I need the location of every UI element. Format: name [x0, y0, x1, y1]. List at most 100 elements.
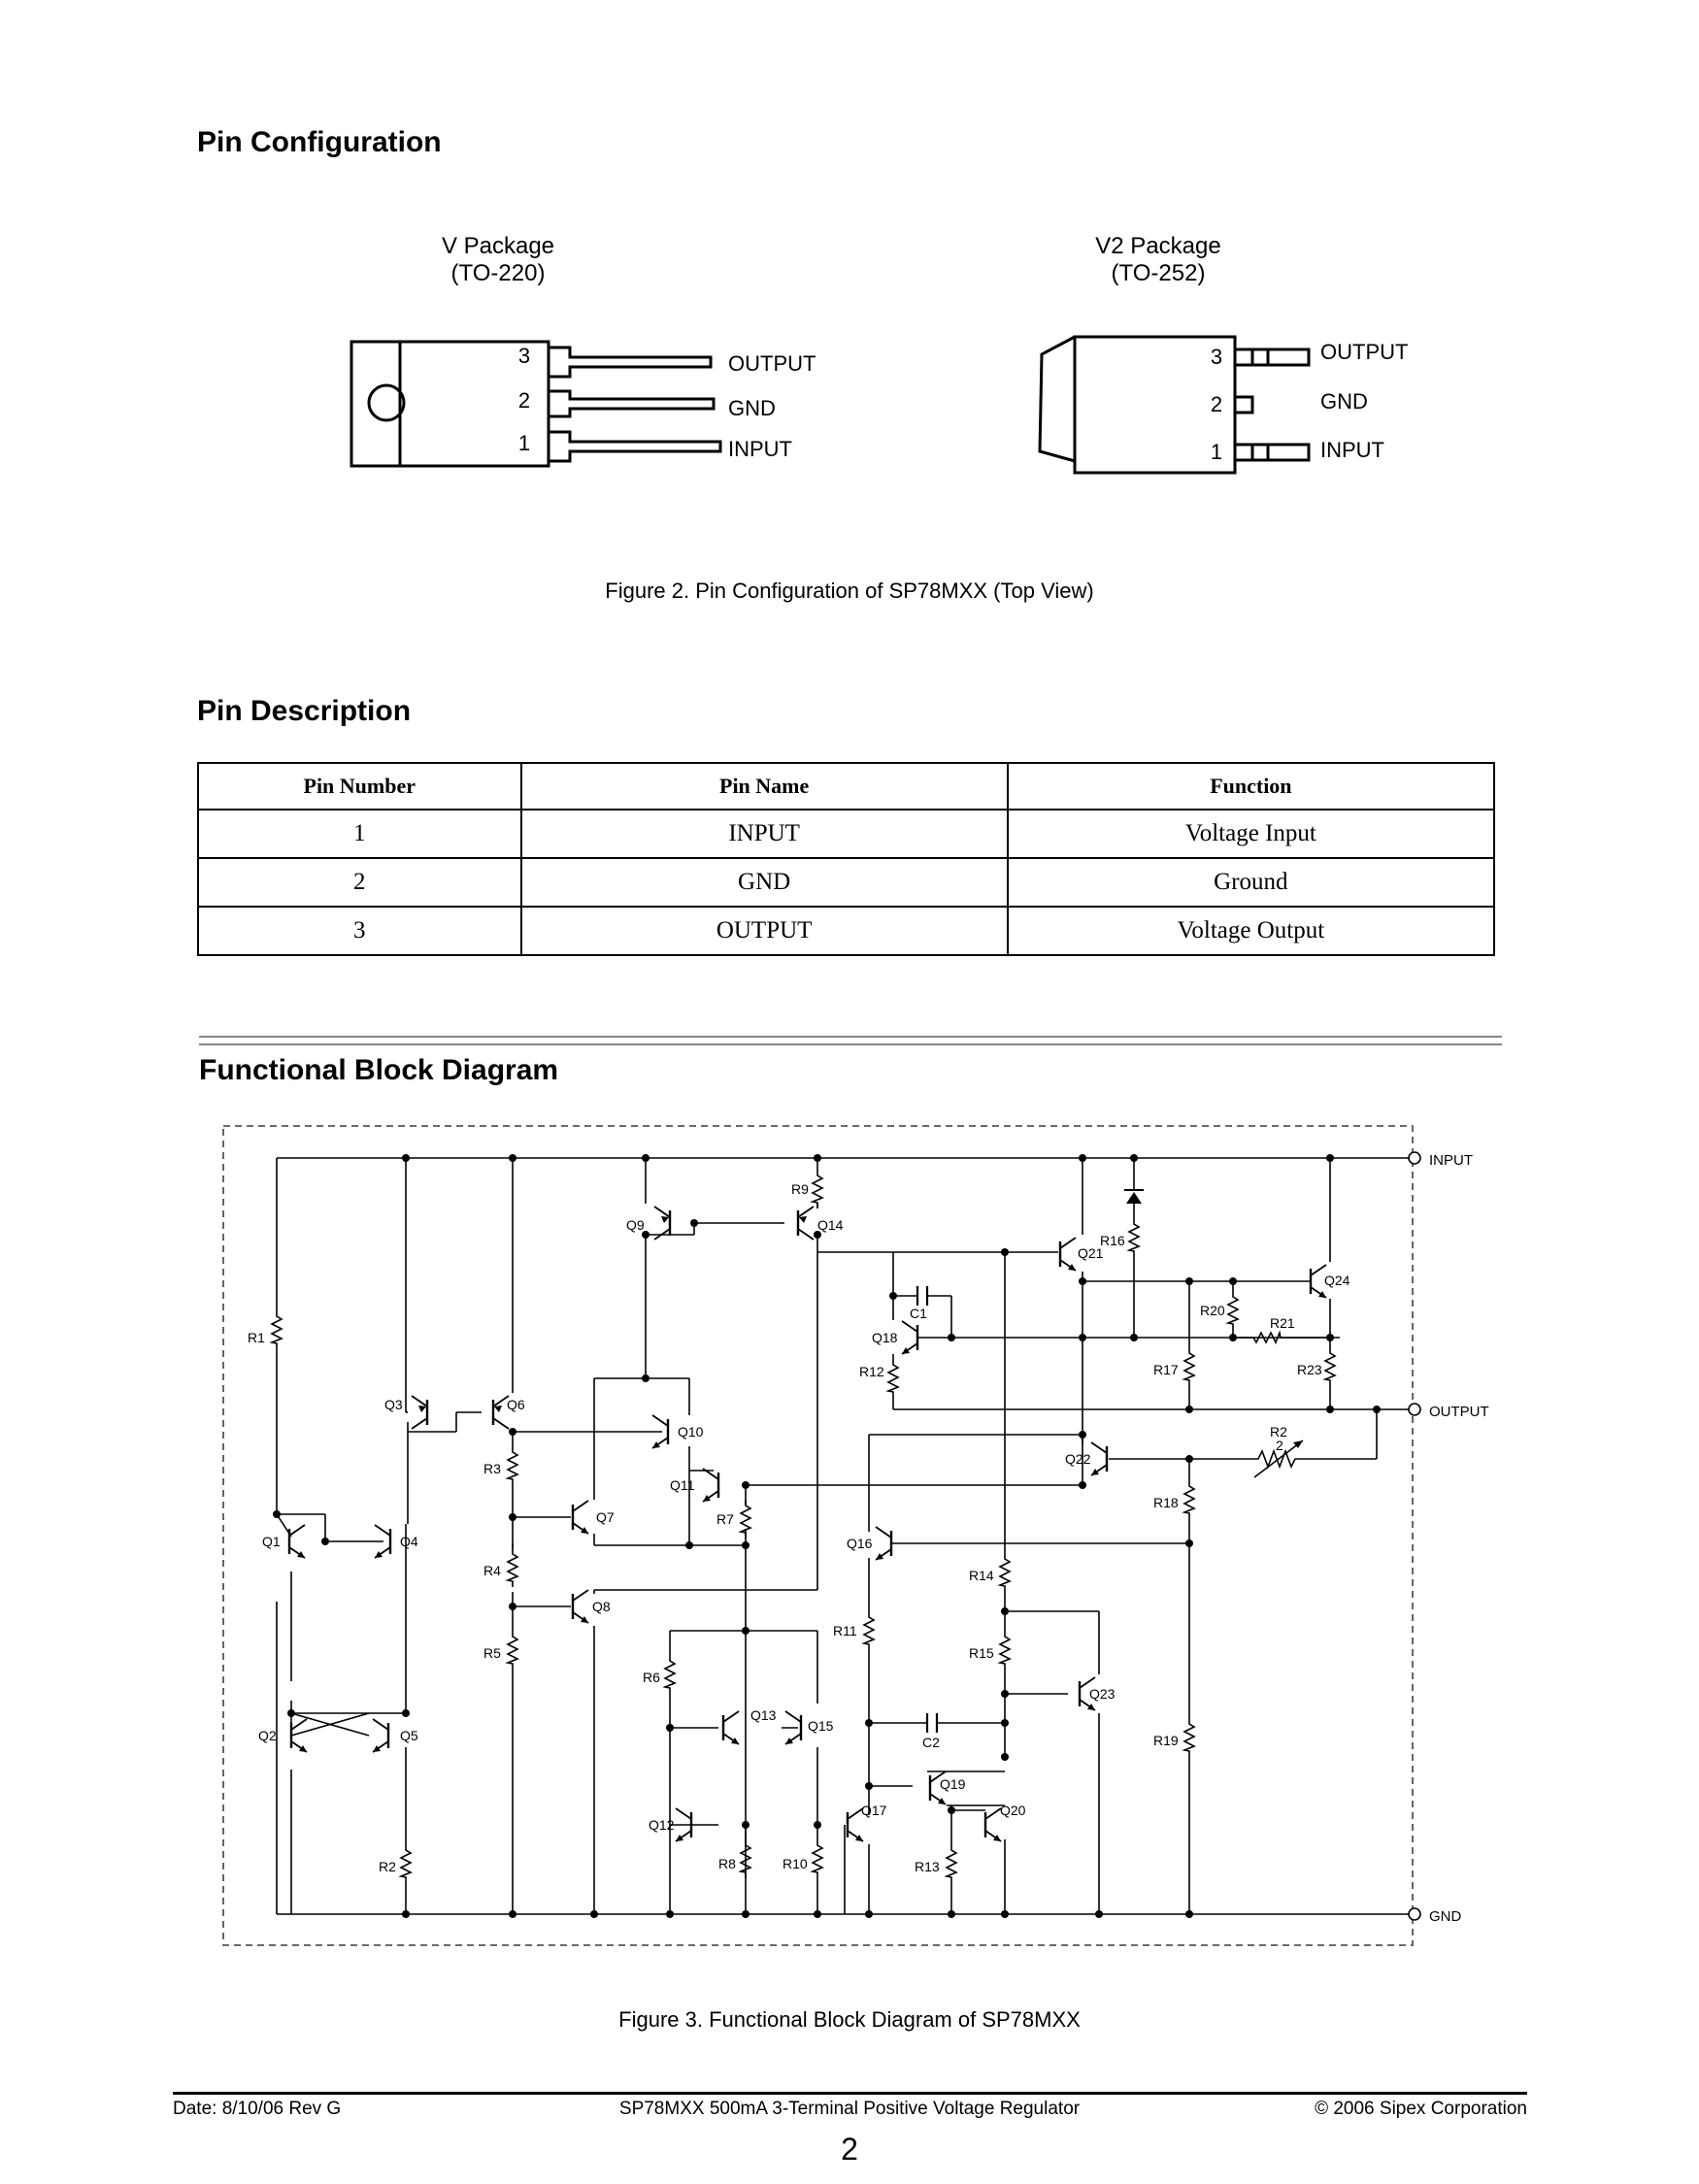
to220-body [398, 340, 550, 468]
component-label: Q5 [400, 1728, 418, 1743]
component-label: R8 [718, 1856, 736, 1871]
table-cell: Voltage Input [1006, 809, 1496, 859]
to220-lead-3 [549, 346, 713, 379]
input-terminal [1408, 1151, 1421, 1165]
to220-pin-label-output: OUTPUT [728, 351, 816, 376]
terminal-label-gnd: GND [1429, 1908, 1462, 1925]
gnd-terminal [1408, 1907, 1421, 1921]
terminal-label-input: INPUT [1429, 1152, 1473, 1169]
component-label: R2 [1270, 1424, 1287, 1439]
table-cell: 1 [197, 809, 522, 859]
zener-diode-symbol [1124, 1189, 1144, 1204]
table-header-pin-name: Pin Name [519, 762, 1009, 811]
to220-pin-number-1: 1 [518, 431, 530, 455]
component-label: R4 [483, 1563, 501, 1578]
to220-lead-1 [549, 430, 722, 463]
component-label: Q8 [592, 1599, 611, 1614]
component-label: R11 [833, 1623, 857, 1638]
component-label: R23 [1297, 1362, 1322, 1377]
to220-mounting-hole [367, 383, 406, 422]
to252-tab [1038, 335, 1076, 463]
component-label: Q17 [861, 1803, 887, 1818]
table-cell: GND [519, 857, 1009, 908]
component-label: Q7 [596, 1509, 615, 1525]
component-label: R16 [1100, 1233, 1125, 1248]
table-row: 3 OUTPUT Voltage Output [197, 906, 1496, 956]
to220-pin-number-3: 3 [518, 344, 530, 368]
component-label: Q6 [507, 1397, 525, 1412]
v-package-type: (TO-220) [450, 260, 546, 286]
circuit-wires [276, 1157, 1410, 1915]
v2-package-title: V2 Package (TO-252) [1032, 233, 1284, 287]
table-cell: Voltage Output [1006, 906, 1496, 956]
table-cell: 2 [197, 857, 522, 908]
component-label: Q1 [262, 1534, 281, 1549]
component-label: R15 [969, 1645, 994, 1661]
component-label: R12 [859, 1364, 884, 1379]
capacitor-symbols [916, 1286, 939, 1733]
component-label: R10 [783, 1856, 808, 1871]
section-divider-top [199, 1036, 1502, 1038]
footer-copyright: © 2006 Sipex Corporation [1315, 2099, 1527, 2119]
to252-pin-number-3: 3 [1211, 345, 1222, 369]
v2-package-name: V2 Package [1095, 233, 1221, 259]
to252-pin-label-output: OUTPUT [1320, 340, 1408, 364]
table-header-function: Function [1006, 762, 1496, 811]
component-label: C2 [922, 1735, 940, 1750]
component-label: R13 [915, 1859, 940, 1874]
to220-pin-label-gnd: GND [728, 396, 776, 420]
component-label: Q4 [400, 1534, 418, 1549]
component-label: R14 [969, 1568, 994, 1583]
component-label: R5 [483, 1645, 501, 1661]
to220-pin-label-input: INPUT [728, 437, 792, 461]
v-package-title: V Package (TO-220) [372, 233, 624, 287]
component-label: Q13 [750, 1707, 777, 1723]
component-label: Q15 [808, 1718, 834, 1734]
table-cell: Ground [1006, 857, 1496, 908]
table-row: 1 INPUT Voltage Input [197, 809, 1496, 859]
table-cell: INPUT [519, 809, 1009, 859]
component-label: Q10 [678, 1424, 704, 1439]
component-label: R19 [1153, 1733, 1179, 1748]
component-label: Q21 [1078, 1245, 1104, 1261]
table-header-row: Pin Number Pin Name Function [197, 762, 1496, 811]
to252-pin-number-2: 2 [1211, 392, 1222, 416]
figure-3-caption: Figure 3. Functional Block Diagram of SP… [618, 2007, 1081, 2032]
chip-boundary [222, 1125, 1414, 1946]
component-label: C1 [910, 1306, 927, 1321]
component-label: Q3 [384, 1397, 403, 1412]
to252-pin-label-gnd: GND [1320, 389, 1368, 414]
component-label: 2 [1276, 1438, 1283, 1453]
component-label: R1 [248, 1330, 265, 1345]
component-label: Q24 [1324, 1273, 1350, 1288]
component-label: Q23 [1089, 1686, 1116, 1702]
to252-lead-3-end [1266, 347, 1311, 367]
v-package-name: V Package [441, 233, 555, 259]
table-row: 2 GND Ground [197, 857, 1496, 908]
footer-document-title: SP78MXX 500mA 3-Terminal Positive Voltag… [618, 2099, 1081, 2119]
footer-date-revision: Date: 8/10/06 Rev G [173, 2099, 342, 2119]
component-label: Q12 [649, 1817, 675, 1833]
component-label: R7 [716, 1511, 734, 1527]
table-cell: 3 [197, 906, 522, 956]
component-label: Q9 [626, 1217, 645, 1233]
page-number: 2 [841, 2132, 858, 2167]
component-label: Q20 [1000, 1803, 1026, 1818]
table-cell: OUTPUT [519, 906, 1009, 956]
component-label: Q16 [847, 1536, 873, 1551]
component-label: R9 [791, 1181, 809, 1197]
component-label: Q2 [258, 1728, 277, 1743]
component-label: Q18 [872, 1330, 898, 1345]
to252-lead-2-stub [1233, 395, 1254, 414]
component-label: R6 [643, 1670, 660, 1685]
section-title-pin-description: Pin Description [197, 695, 412, 727]
v2-package-type: (TO-252) [1111, 260, 1206, 286]
figure-2-caption: Figure 2. Pin Configuration of SP78MXX (… [605, 579, 1094, 603]
footer-rule [173, 2092, 1527, 2095]
terminal-label-output: OUTPUT [1429, 1404, 1489, 1420]
section-title-functional-block-diagram: Functional Block Diagram [199, 1054, 559, 1086]
to220-package-drawing: 3 2 1 OUTPUT GND INPUT [350, 340, 816, 468]
section-divider-bottom [199, 1043, 1502, 1045]
to252-pin-number-1: 1 [1211, 440, 1222, 464]
component-label: Q19 [940, 1776, 966, 1792]
